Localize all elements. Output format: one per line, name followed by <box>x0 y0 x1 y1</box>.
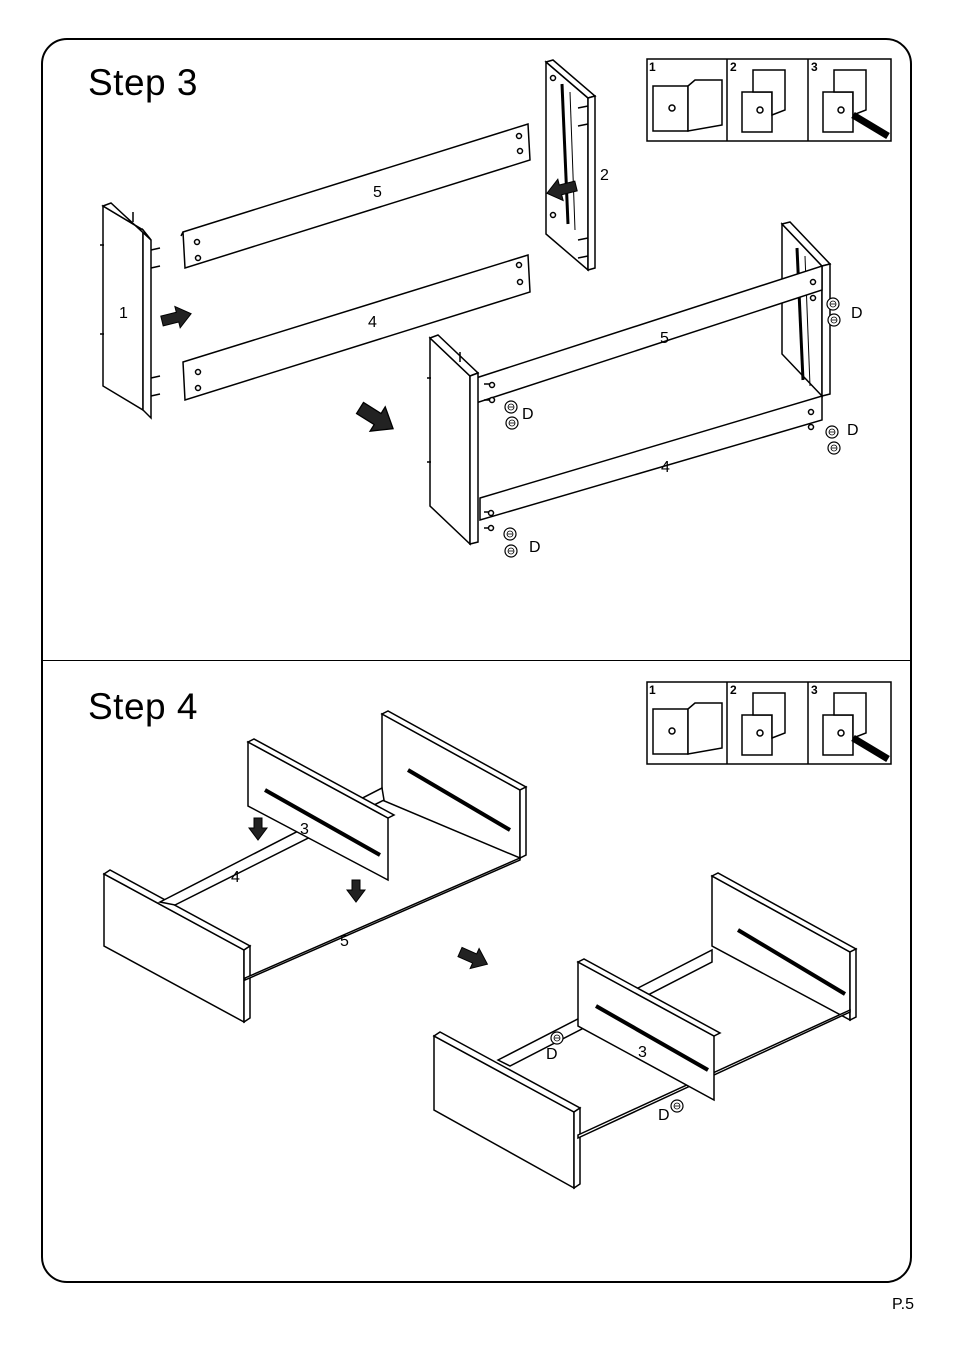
hardware-label-d: D <box>522 406 534 423</box>
step-3-illustration <box>100 59 891 557</box>
assembled-label-3: 3 <box>638 1044 647 1061</box>
part-label-2: 2 <box>600 167 609 184</box>
rail-5 <box>181 124 530 268</box>
arrow-right-icon <box>159 303 193 332</box>
step-4-illustration <box>104 682 891 1188</box>
hardware-label-d: D <box>851 305 863 322</box>
hardware-label-d: D <box>529 539 541 556</box>
inset-step-3: 3 <box>811 60 818 74</box>
inset-step-2: 2 <box>730 60 737 74</box>
arrow-diagonal-icon <box>456 942 492 974</box>
panel-2 <box>546 60 595 270</box>
part-label-4: 4 <box>368 314 377 331</box>
panel-1 <box>100 203 160 418</box>
hardware-label-d: D <box>546 1046 558 1063</box>
tray-unassembled <box>104 711 526 1022</box>
part-label-4: 4 <box>231 869 240 886</box>
arrow-down-icon <box>347 880 365 902</box>
assembled-label-5: 5 <box>660 330 669 347</box>
part-label-5: 5 <box>340 933 349 950</box>
inset-step-1: 1 <box>649 60 656 74</box>
inset-step-1: 1 <box>649 683 656 697</box>
assembled-label-4: 4 <box>661 459 670 476</box>
part-label-5: 5 <box>373 184 382 201</box>
hardware-label-d: D <box>658 1107 670 1124</box>
arrow-down-icon <box>249 818 267 840</box>
tray-assembled <box>434 873 856 1188</box>
inset-step-3: 3 <box>811 683 818 697</box>
arrow-diagonal-icon <box>352 396 400 441</box>
step-4-inset <box>647 682 891 764</box>
part-label-1: 1 <box>119 305 128 322</box>
part-label-3: 3 <box>300 821 309 838</box>
inset-step-2: 2 <box>730 683 737 697</box>
hardware-label-d: D <box>847 422 859 439</box>
step-3-inset <box>647 59 891 141</box>
